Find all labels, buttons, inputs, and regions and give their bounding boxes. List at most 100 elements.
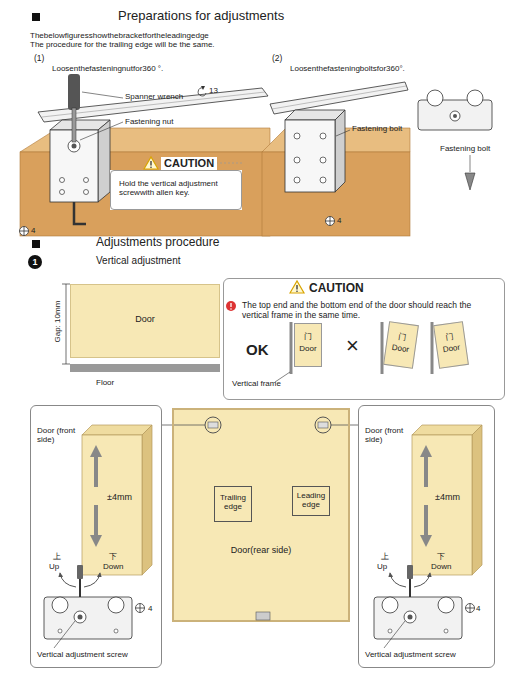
- size-symbol: [330, 217, 331, 226]
- door-label: 门: [295, 332, 321, 341]
- size-symbol: [326, 217, 335, 226]
- door-label: Door: [437, 342, 466, 355]
- leader-line: [336, 130, 350, 136]
- caution-box: CAUTIONThe top end and the bottom end of…: [223, 278, 505, 400]
- door-icon: 门Door: [383, 321, 419, 369]
- alert-bullet: [226, 301, 236, 311]
- dimension-line: [66, 284, 67, 364]
- warning-triangle: [290, 281, 304, 293]
- rotation-icon: [198, 86, 206, 96]
- leader-connector: [162, 425, 172, 426]
- bracket: [50, 120, 110, 202]
- edge-label-box: Trailing edge: [214, 486, 252, 522]
- detail-inset: Door (front side)±4mm上Up下Down4Vertical a…: [30, 405, 162, 668]
- rail: [270, 82, 408, 114]
- frame-label: Vertical frame: [232, 379, 281, 388]
- dimension-line: [62, 364, 70, 365]
- caution-box: CAUTIONHold the vertical adjustment scre…: [110, 170, 242, 210]
- spanner-wrench: [68, 74, 80, 142]
- door-panel: Door(rear side)Trailing edgeLeading edge: [172, 408, 350, 622]
- bracket: [294, 177, 300, 183]
- caution-heading: CAUTION: [161, 157, 217, 170]
- door-icon: 门 Door: [294, 323, 322, 367]
- rail: [270, 82, 408, 114]
- inset-title: Door (front side): [365, 426, 411, 444]
- size-symbol: [24, 227, 25, 236]
- allen-key: [74, 202, 86, 224]
- direction-label: 下: [109, 552, 117, 561]
- door-label: Door: [386, 342, 415, 355]
- dimension: Gap: 10mm: [53, 292, 62, 352]
- door-label: Door: [71, 314, 219, 324]
- caution-heading: CAUTION: [309, 282, 364, 296]
- detail-inset: Door (front side)±4mm上Up下Down4Vertical a…: [358, 405, 495, 668]
- rotation-icon: [198, 88, 206, 96]
- alert-bullet: [226, 301, 236, 311]
- direction-label: Down: [431, 562, 451, 571]
- size-symbol: [20, 227, 29, 236]
- door-panel: Door: [70, 284, 220, 358]
- door-label: Door: [295, 344, 321, 353]
- direction-label: Down: [103, 562, 123, 571]
- bracket-marker: [315, 417, 331, 433]
- caution-panel: [110, 170, 242, 210]
- floor-guide: [256, 612, 270, 620]
- part-name: Vertical adjustment screw: [37, 650, 128, 659]
- heading-square: [32, 240, 40, 248]
- vertical-frame: [291, 322, 432, 374]
- bolt-symbol: [465, 173, 475, 190]
- dimension: ±4mm: [107, 492, 132, 502]
- bracket: [294, 157, 300, 163]
- bracket-top-view: [450, 111, 460, 121]
- intro-note: The procedure for the trailing edge will…: [30, 40, 215, 49]
- step-instruction: Loosenthefasteningboltsfor360°.: [290, 64, 405, 73]
- section-heading: Adjustments procedure: [96, 236, 219, 250]
- bracket-marker: [174, 425, 205, 426]
- bracket: [72, 144, 77, 149]
- bracket: [320, 157, 326, 163]
- spanner-wrench: [72, 108, 76, 142]
- ok-mark: OK: [246, 341, 269, 358]
- bracket: [294, 133, 300, 139]
- rotation-icon: [201, 86, 205, 90]
- direction-label: 上: [381, 552, 389, 561]
- bracket-top-view: [453, 114, 457, 118]
- vertical-frame: [290, 322, 293, 374]
- inset-illustration: [44, 425, 152, 648]
- size-symbol: [20, 227, 29, 236]
- bracket: [285, 110, 345, 192]
- alert-bullet: [230, 308, 232, 310]
- bracket: [335, 110, 345, 192]
- part-name: Floor: [96, 378, 114, 387]
- caution-note: Hold the vertical adjustment screwwith a…: [119, 179, 237, 197]
- bracket-top-view: [427, 90, 443, 106]
- bracket: [60, 190, 65, 195]
- dimension-line: [62, 284, 70, 285]
- bracket-top-view: [418, 100, 492, 130]
- bracket-marker: [331, 425, 348, 426]
- step-circle: [28, 255, 42, 269]
- bracket-top-view: [467, 90, 483, 106]
- direction-label: Up: [377, 562, 387, 571]
- bracket: [98, 120, 110, 202]
- door-label: Door(rear side): [174, 545, 348, 555]
- edge-label: Trailing edge: [215, 493, 251, 511]
- door-top-wood: [20, 128, 270, 236]
- bracket: [320, 133, 326, 139]
- bracket: [285, 120, 335, 192]
- part-name: Fastening bolt: [440, 144, 490, 153]
- bracket-top-view: [418, 90, 492, 130]
- heading-square: [32, 13, 40, 21]
- direction-label: 上: [53, 552, 61, 561]
- callout-number: 4: [148, 604, 152, 613]
- allen-key: [74, 202, 86, 224]
- part-name: Vertical adjustment screw: [365, 650, 456, 659]
- door-label: 门: [435, 330, 464, 343]
- direction-label: Up: [49, 562, 59, 571]
- part-name: Fastening nut: [125, 117, 173, 126]
- dimension-line: [62, 284, 70, 364]
- bracket-marker: [208, 422, 218, 428]
- bracket: [320, 177, 326, 183]
